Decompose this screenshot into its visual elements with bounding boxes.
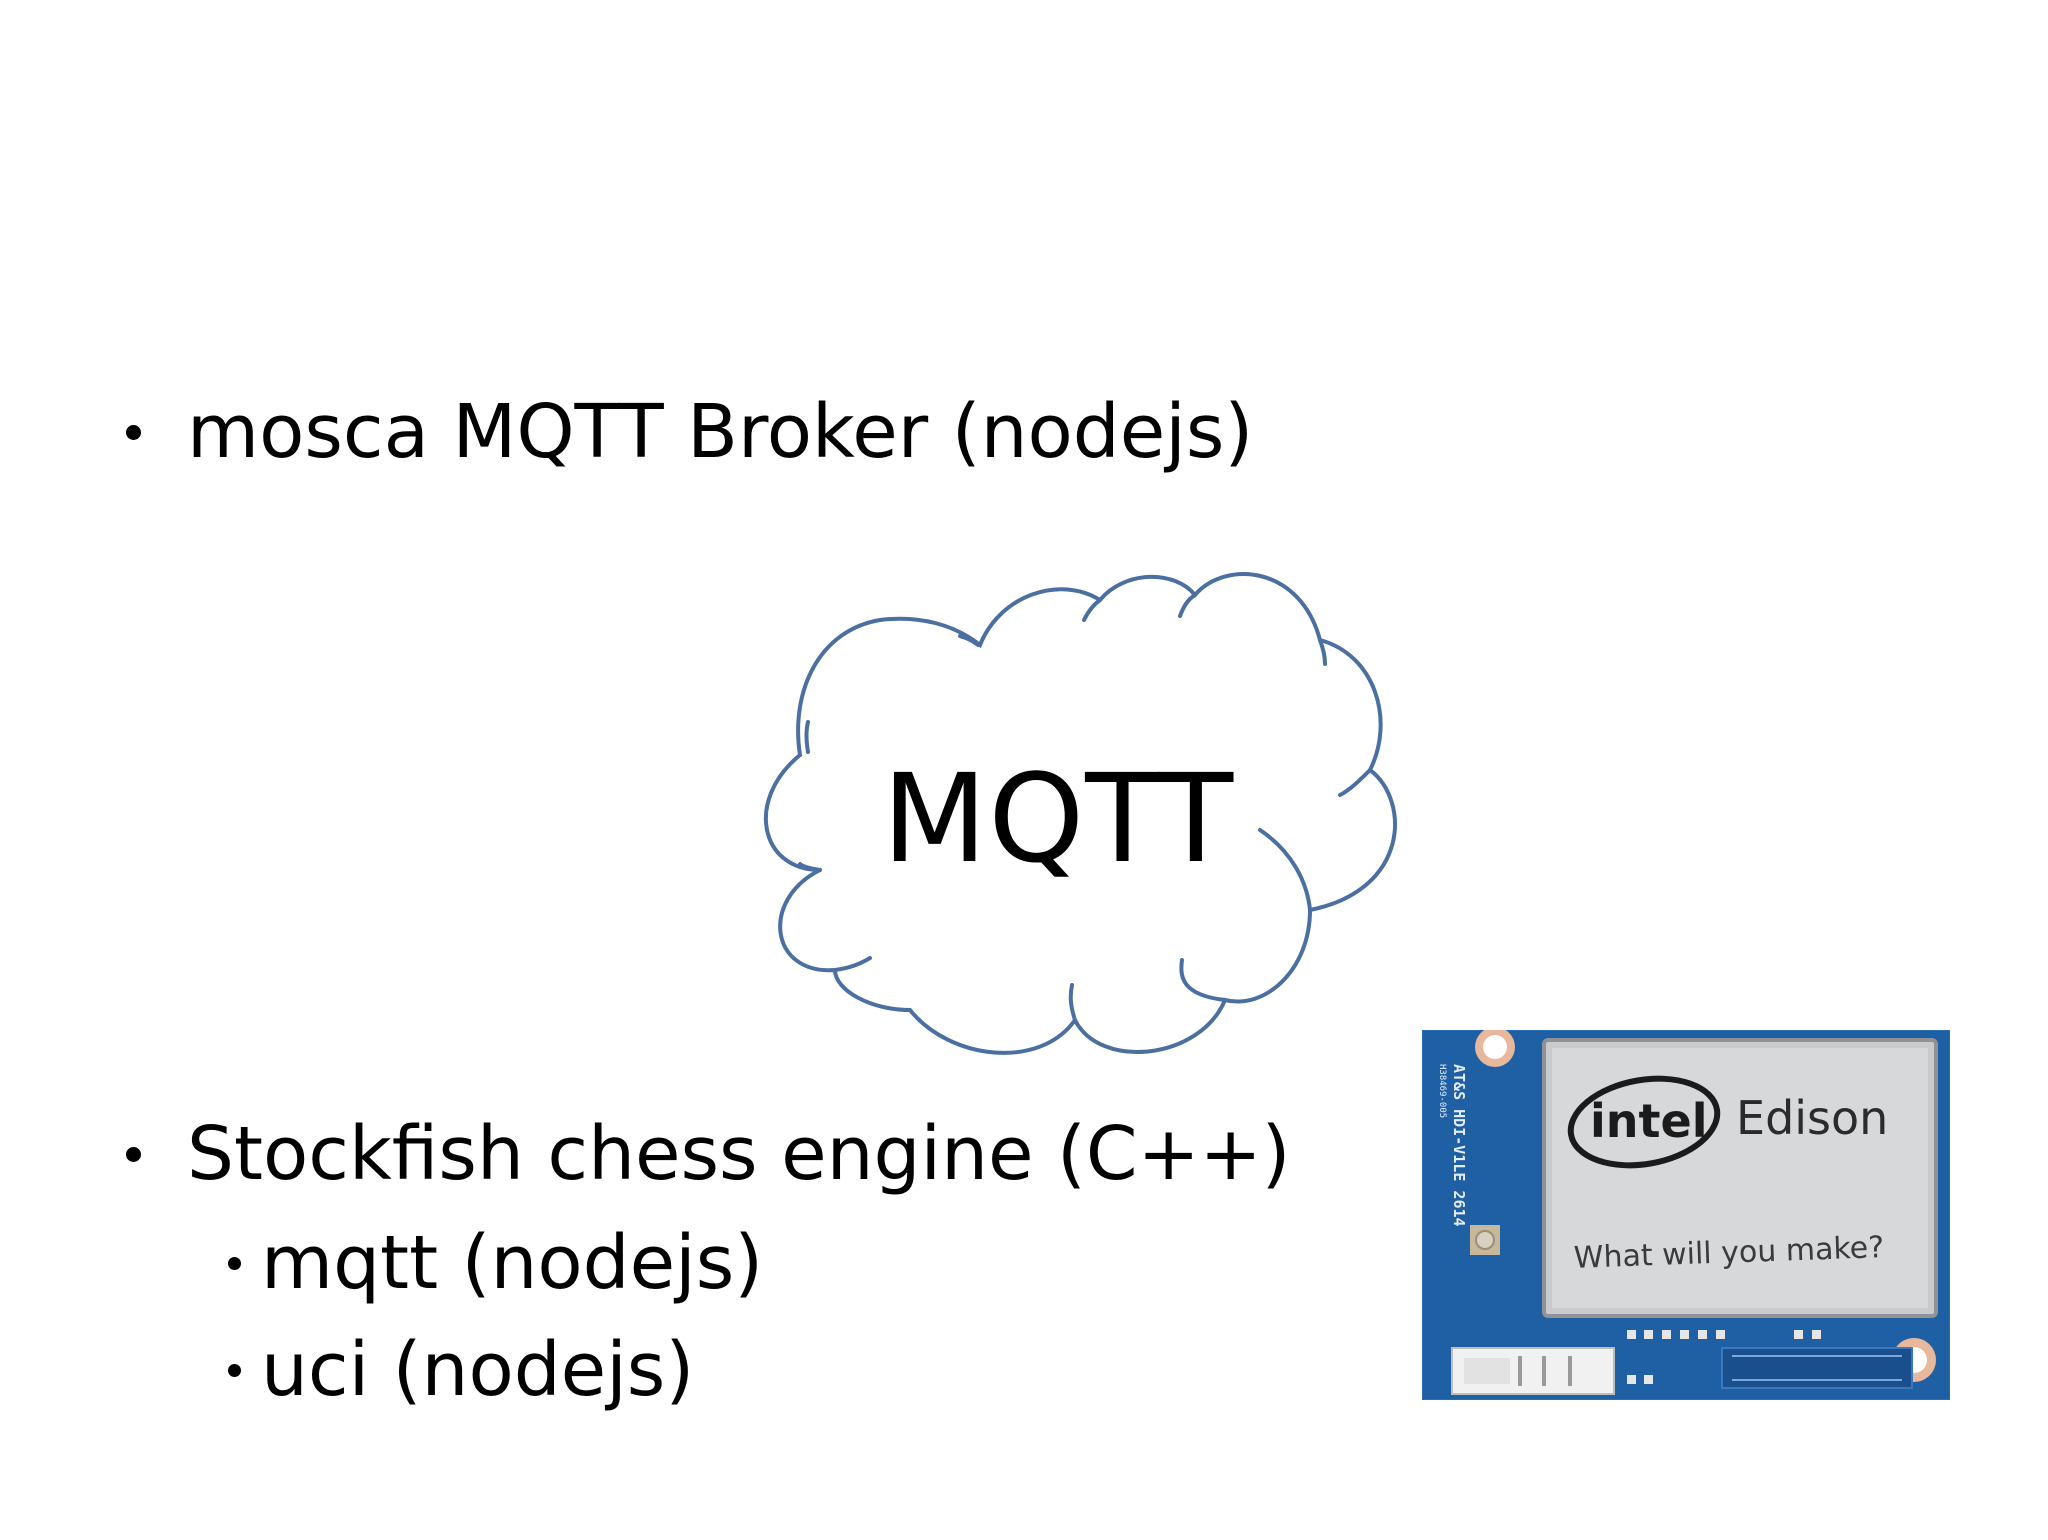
bullet-stockfish-engine: Stockfish chess engine (C++) bbox=[126, 1117, 1290, 1191]
intel-logo-swoosh bbox=[1567, 1075, 1721, 1169]
bullet-dot bbox=[228, 1256, 241, 1270]
bullet-dot bbox=[126, 1146, 141, 1162]
sub-bullet-mqtt: mqtt (nodejs) bbox=[228, 1226, 763, 1300]
edison-board-illustration: H38469-005 AT&S HDI-V1LE 2614 intel Edis… bbox=[1421, 1027, 1951, 1401]
bullet-text: mosca MQTT Broker (nodejs) bbox=[187, 389, 1254, 475]
intel-edison-board-image: H38469-005 AT&S HDI-V1LE 2614 intel Edis… bbox=[1421, 1027, 1951, 1401]
bullet-text: mqtt (nodejs) bbox=[261, 1220, 764, 1306]
intel-logo-text: intel bbox=[1590, 1094, 1707, 1148]
silkscreen-text-2: AT&S HDI-V1LE 2614 bbox=[1450, 1064, 1468, 1227]
bullet-dot bbox=[126, 424, 141, 440]
sub-bullet-uci: uci (nodejs) bbox=[228, 1333, 694, 1407]
cloud-label: MQTT bbox=[882, 748, 1235, 890]
bullet-mosca-broker: mosca MQTT Broker (nodejs) bbox=[126, 395, 1253, 469]
edison-product-text: Edison bbox=[1736, 1091, 1888, 1145]
bullet-text: uci (nodejs) bbox=[261, 1327, 695, 1413]
bullet-text: Stockfish chess engine (C++) bbox=[187, 1111, 1291, 1197]
bullet-dot bbox=[228, 1363, 241, 1377]
silkscreen-text-1: H38469-005 bbox=[1437, 1064, 1447, 1118]
